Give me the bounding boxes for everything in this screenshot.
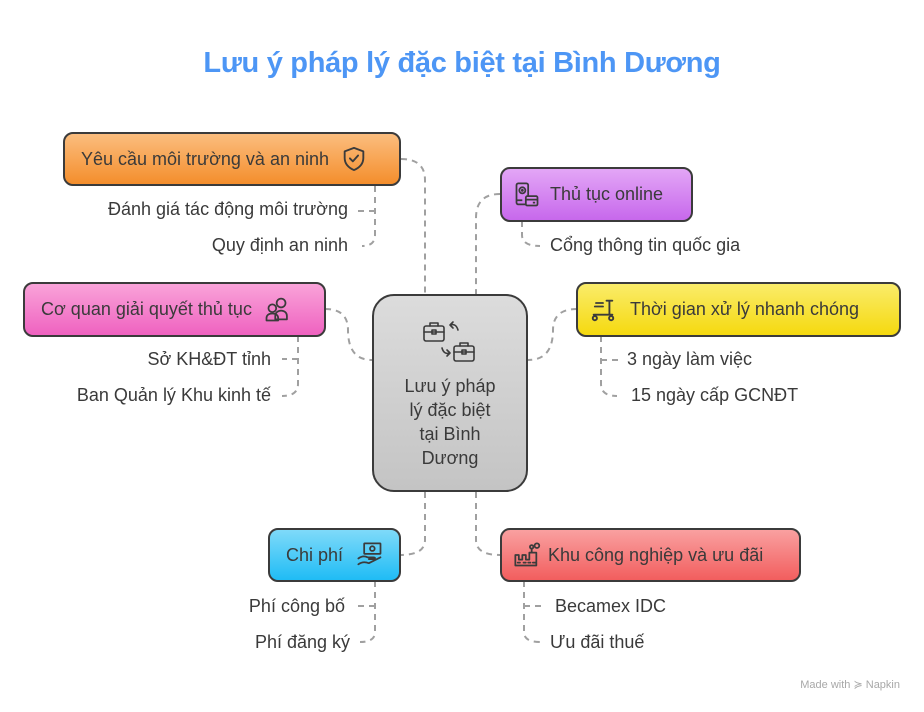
leaf-industrial-2: Ưu đãi thuế bbox=[550, 632, 645, 652]
leaf-cost-2: Phí đăng ký bbox=[254, 632, 350, 652]
branch-agencies[interactable]: Cơ quan giải quyết thủ tục bbox=[23, 282, 326, 337]
connector-cost-child-1 bbox=[359, 581, 376, 643]
central-label-line-3: tại Bình bbox=[419, 424, 481, 444]
leaf-online-1: Cổng thông tin quốc gia bbox=[550, 235, 741, 255]
connector-agencies bbox=[324, 308, 373, 361]
leaf-environment-2: Quy định an ninh bbox=[211, 235, 348, 255]
connector-environment-child-2 bbox=[361, 186, 376, 247]
branch-environment-label: Yêu cầu môi trường và an ninh bbox=[81, 148, 329, 169]
diagram-title: Lưu ý pháp lý đặc biệt tại Bình Dương bbox=[203, 47, 721, 79]
leaf-agencies-1: Sở KH&ĐT tỉnh bbox=[147, 349, 271, 369]
connector-online bbox=[475, 193, 501, 294]
branch-industrial-label: Khu công nghiệp và ưu đãi bbox=[548, 544, 764, 565]
branch-environment[interactable]: Yêu cầu môi trường và an ninh bbox=[63, 132, 401, 186]
money-hand-icon bbox=[355, 540, 385, 570]
leaf-time-2: 15 ngày cấp GCNĐT bbox=[631, 385, 799, 405]
connector-industrial-child-1 bbox=[523, 581, 541, 643]
branch-online[interactable]: Thủ tục online bbox=[500, 167, 693, 222]
connector-time bbox=[527, 308, 578, 361]
central-label-line-1: Lưu ý pháp bbox=[404, 376, 496, 396]
branch-cost[interactable]: Chi phí bbox=[268, 528, 401, 582]
central-node-label: Lưu ý pháp lý đặc biệt tại Bình Dương bbox=[374, 374, 526, 470]
leaf-time-1: 3 ngày làm việc bbox=[627, 349, 753, 369]
napkin-brand: Napkin bbox=[865, 679, 900, 691]
branch-industrial[interactable]: Khu công nghiệp và ưu đãi bbox=[500, 528, 801, 582]
connector-industrial bbox=[475, 492, 501, 556]
branch-time-label: Thời gian xử lý nhanh chóng bbox=[630, 299, 859, 319]
made-with-text: Made with bbox=[800, 679, 851, 691]
central-node[interactable]: Lưu ý pháp lý đặc biệt tại Bình Dương bbox=[372, 294, 528, 492]
connector-online-child-1 bbox=[521, 221, 541, 247]
branch-cost-label: Chi phí bbox=[286, 544, 344, 565]
leaf-industrial-1: Becamex IDC bbox=[555, 596, 667, 616]
connector-cost bbox=[399, 492, 426, 556]
leaf-agencies-2: Ban Quản lý Khu kinh tế bbox=[76, 385, 271, 405]
connector-time-child-1 bbox=[600, 336, 618, 397]
branch-time[interactable]: Thời gian xử lý nhanh chóng bbox=[576, 282, 901, 337]
phone-card-icon bbox=[512, 180, 542, 210]
made-with-napkin[interactable]: Made with ≽ Napkin bbox=[800, 678, 900, 691]
scooter-icon bbox=[588, 295, 618, 325]
connector-environment bbox=[400, 158, 426, 294]
central-label-line-2: lý đặc biệt bbox=[409, 400, 491, 420]
napkin-logo-icon: ≽ bbox=[853, 679, 863, 691]
shield-check-icon bbox=[339, 144, 369, 174]
branch-agencies-label: Cơ quan giải quyết thủ tục bbox=[41, 299, 252, 319]
people-icon bbox=[262, 295, 292, 325]
connector-agencies-child-1 bbox=[281, 336, 299, 397]
leaf-environment-1: Đánh giá tác động môi trường bbox=[108, 199, 348, 219]
leaf-cost-1: Phí công bố bbox=[248, 596, 345, 616]
factory-icon bbox=[512, 540, 542, 570]
briefcase-exchange-icon bbox=[420, 318, 480, 368]
branch-online-label: Thủ tục online bbox=[550, 184, 664, 204]
central-label-line-4: Dương bbox=[421, 448, 479, 468]
